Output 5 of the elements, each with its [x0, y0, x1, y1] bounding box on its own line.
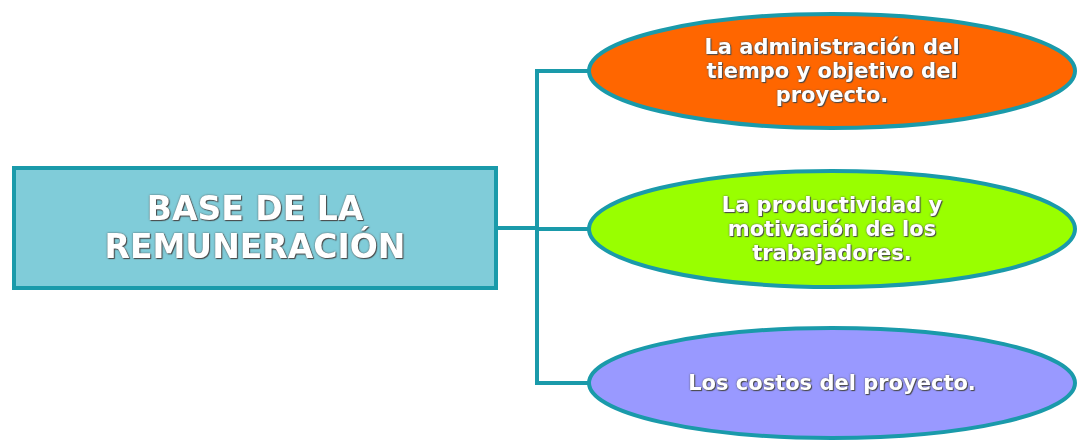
node-label: La productividad y motivación de los trabajadores. [720, 192, 944, 266]
connector-line [498, 226, 589, 385]
node-label: La administración del tiempo y objetivo del proyecto. [703, 34, 961, 108]
node-label: Los costos del proyecto. [688, 370, 976, 396]
node-label: BASE DE LA REMUNERACIÓN [103, 190, 407, 266]
